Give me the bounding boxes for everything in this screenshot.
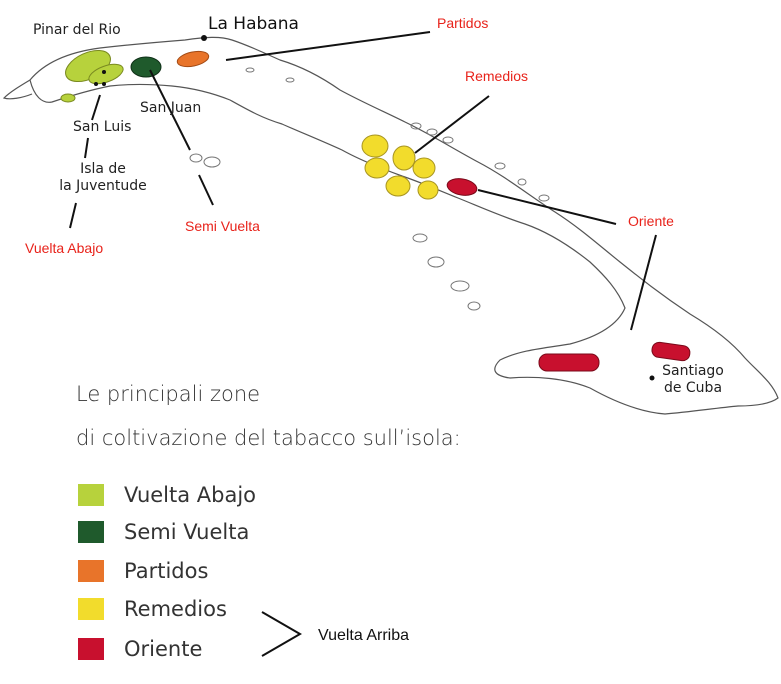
legend-title-line1: Le principali zone: [76, 382, 261, 406]
oriente-zone: [446, 178, 691, 372]
place-label-isla-line1: Isla de: [80, 161, 126, 177]
remedios-area: [364, 157, 390, 179]
western-tip: [2, 79, 33, 100]
vuelta-abajo-area: [88, 63, 124, 85]
legend-label: Semi Vuelta: [124, 520, 250, 544]
place-label-isla-line2: la Juventude: [59, 178, 147, 194]
legend-item-remedios: Remedios: [78, 594, 227, 624]
legend-label: Remedios: [124, 597, 227, 621]
zone-label-oriente: Oriente: [628, 213, 674, 229]
legend-item-semi-vuelta: Semi Vuelta: [78, 517, 249, 547]
la-habana-dot: [201, 35, 207, 41]
vuelta-arriba-bracket: [261, 611, 302, 657]
zone-label-partidos: Partidos: [437, 15, 489, 31]
place-label-san-luis: San Luis: [73, 119, 132, 135]
remedios-swatch: [78, 598, 104, 620]
remedios-zone: [361, 134, 439, 200]
leader-lines: [69, 31, 657, 331]
santiago-dot: [649, 375, 655, 381]
remedios-area: [417, 180, 439, 200]
place-label-pinar-del-rio: Pinar del Rio: [33, 22, 121, 38]
place-label-santiago-line1: Santiago: [662, 363, 724, 379]
zone-label-remedios: Remedios: [465, 68, 529, 84]
oriente-area: [538, 353, 600, 372]
partidos-swatch: [78, 560, 104, 582]
san-luis-dot: [94, 82, 98, 86]
oriente-area: [446, 178, 478, 196]
place-label-santiago-de-cuba: Santiago de Cuba: [654, 364, 732, 395]
zone-dot: [102, 70, 106, 74]
partidos-zone: [176, 50, 210, 68]
legend-item-vuelta-abajo: Vuelta Abajo: [78, 480, 256, 510]
vuelta-abajo-swatch: [78, 484, 104, 506]
san-luis-dot: [102, 82, 106, 86]
place-label-santiago-line2: de Cuba: [663, 380, 723, 396]
remedios-area: [412, 157, 436, 179]
vuelta-arriba-label: Vuelta Arriba: [318, 627, 410, 644]
zone-label-semi-vuelta: Semi Vuelta: [185, 218, 260, 234]
remedios-area: [361, 134, 389, 158]
place-label-san-juan: San Juan: [140, 100, 202, 116]
semi-vuelta-zone: [130, 56, 162, 78]
cays: [189, 67, 550, 311]
oriente-area: [651, 341, 691, 362]
remedios-area: [385, 175, 411, 197]
zone-label-vuelta-abajo: Vuelta Abajo: [25, 240, 104, 256]
semi-vuelta-swatch: [78, 521, 104, 543]
oriente-swatch: [78, 638, 104, 660]
place-label-isla-de-la-juventude: Isla de la Juventude: [51, 162, 155, 193]
legend-item-oriente: Oriente: [78, 634, 202, 664]
cuba-outline: [29, 36, 779, 415]
remedios-area: [392, 145, 416, 171]
legend-label: Oriente: [124, 637, 203, 661]
legend-item-partidos: Partidos: [78, 556, 208, 586]
vuelta-abajo-zone: [60, 49, 124, 103]
legend-label: Vuelta Abajo: [124, 483, 257, 507]
vuelta-abajo-area: [60, 93, 76, 103]
place-label-la-habana: La Habana: [208, 14, 299, 34]
legend-title-line2: di coltivazione del tabacco sull’isola:: [76, 426, 461, 450]
legend-label: Partidos: [124, 559, 209, 583]
